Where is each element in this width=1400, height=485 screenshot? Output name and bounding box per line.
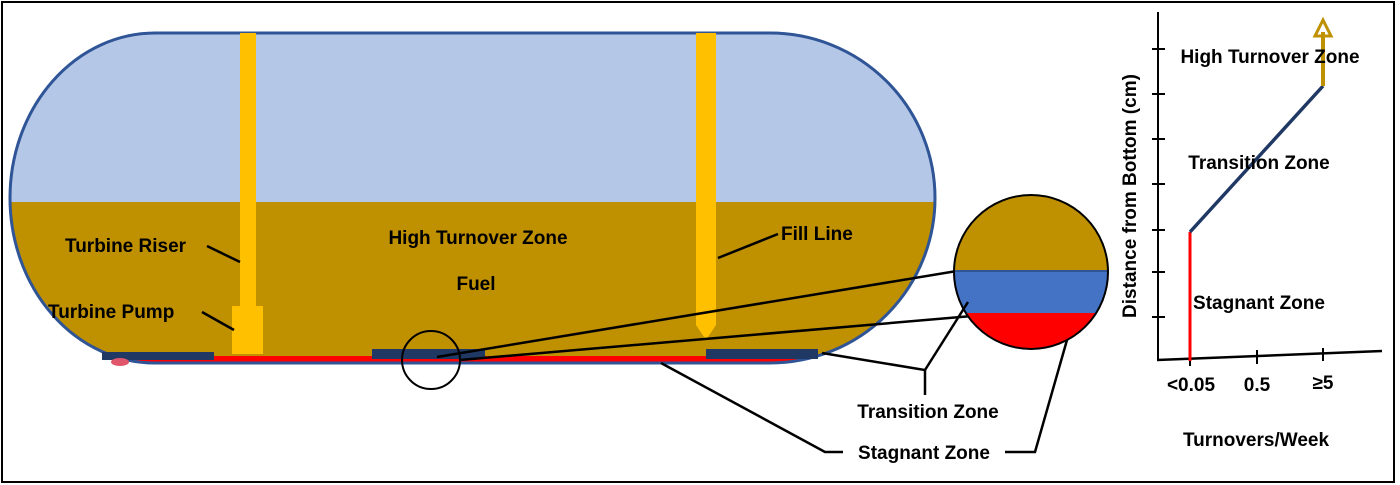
magnifier-connector-bottom [459,313,985,362]
graph-y-axis-label: Distance from Bottom (cm) [1120,74,1141,318]
magnified-fuel [954,195,1108,272]
debris-spot [111,358,129,366]
fill-line-pipe [696,33,716,340]
turbine-riser-label: Turbine Riser [65,236,187,257]
x-tick-label-1: <0.05 [1167,375,1216,396]
magnified-stagnant-water [954,313,1108,349]
turbine-pump-pointer [201,310,235,332]
stagnant-zone-pointer [660,361,843,454]
x-tick-label-3: ≥5 [1313,373,1334,394]
tank-outline [8,31,937,365]
turnover-graph [1152,12,1383,366]
fuel-tank [8,31,937,366]
graph-stagnant-label: Stagnant Zone [1193,293,1325,314]
air-space [10,33,935,205]
turbine-riser-pointer [206,244,241,264]
fill-line-label: Fill Line [781,224,853,245]
fuel-layer [10,202,935,363]
high-turnover-arrow-icon [1312,16,1334,38]
graph-high-turnover-label: High Turnover Zone [1180,47,1359,68]
stagnant-zone-pointer-mag [1005,339,1069,454]
graph-x-axis-label: Turnovers/Week [1183,430,1330,451]
transition-zone-pointer-mag [923,301,970,371]
magnifier-connector-top [436,264,988,359]
transition-layer-left [102,352,214,360]
stagnant-zone-callout-label: Stagnant Zone [858,443,990,464]
transition-zone-callout-label: Transition Zone [857,402,998,423]
transition-layer-middle [372,349,485,359]
transition-zone-pointer [821,351,927,395]
magnified-transition-water [954,271,1108,314]
transition-layer-right [706,349,818,359]
turbine-riser-pipe [240,33,256,308]
graph-transition-label: Transition Zone [1188,153,1329,174]
transition-curve [1188,84,1325,234]
turbine-pump-body [232,306,263,354]
high-turnover-zone-label: High Turnover Zone [388,228,567,249]
turbine-pump-label: Turbine Pump [48,302,174,323]
graph-x-axis [1156,349,1383,362]
x-tick-label-2: 0.5 [1244,375,1271,396]
magnifier-circle [953,194,1109,350]
graph-y-ticks [1152,48,1165,318]
fill-line-pointer [717,232,779,260]
fuel-label: Fuel [456,274,495,295]
